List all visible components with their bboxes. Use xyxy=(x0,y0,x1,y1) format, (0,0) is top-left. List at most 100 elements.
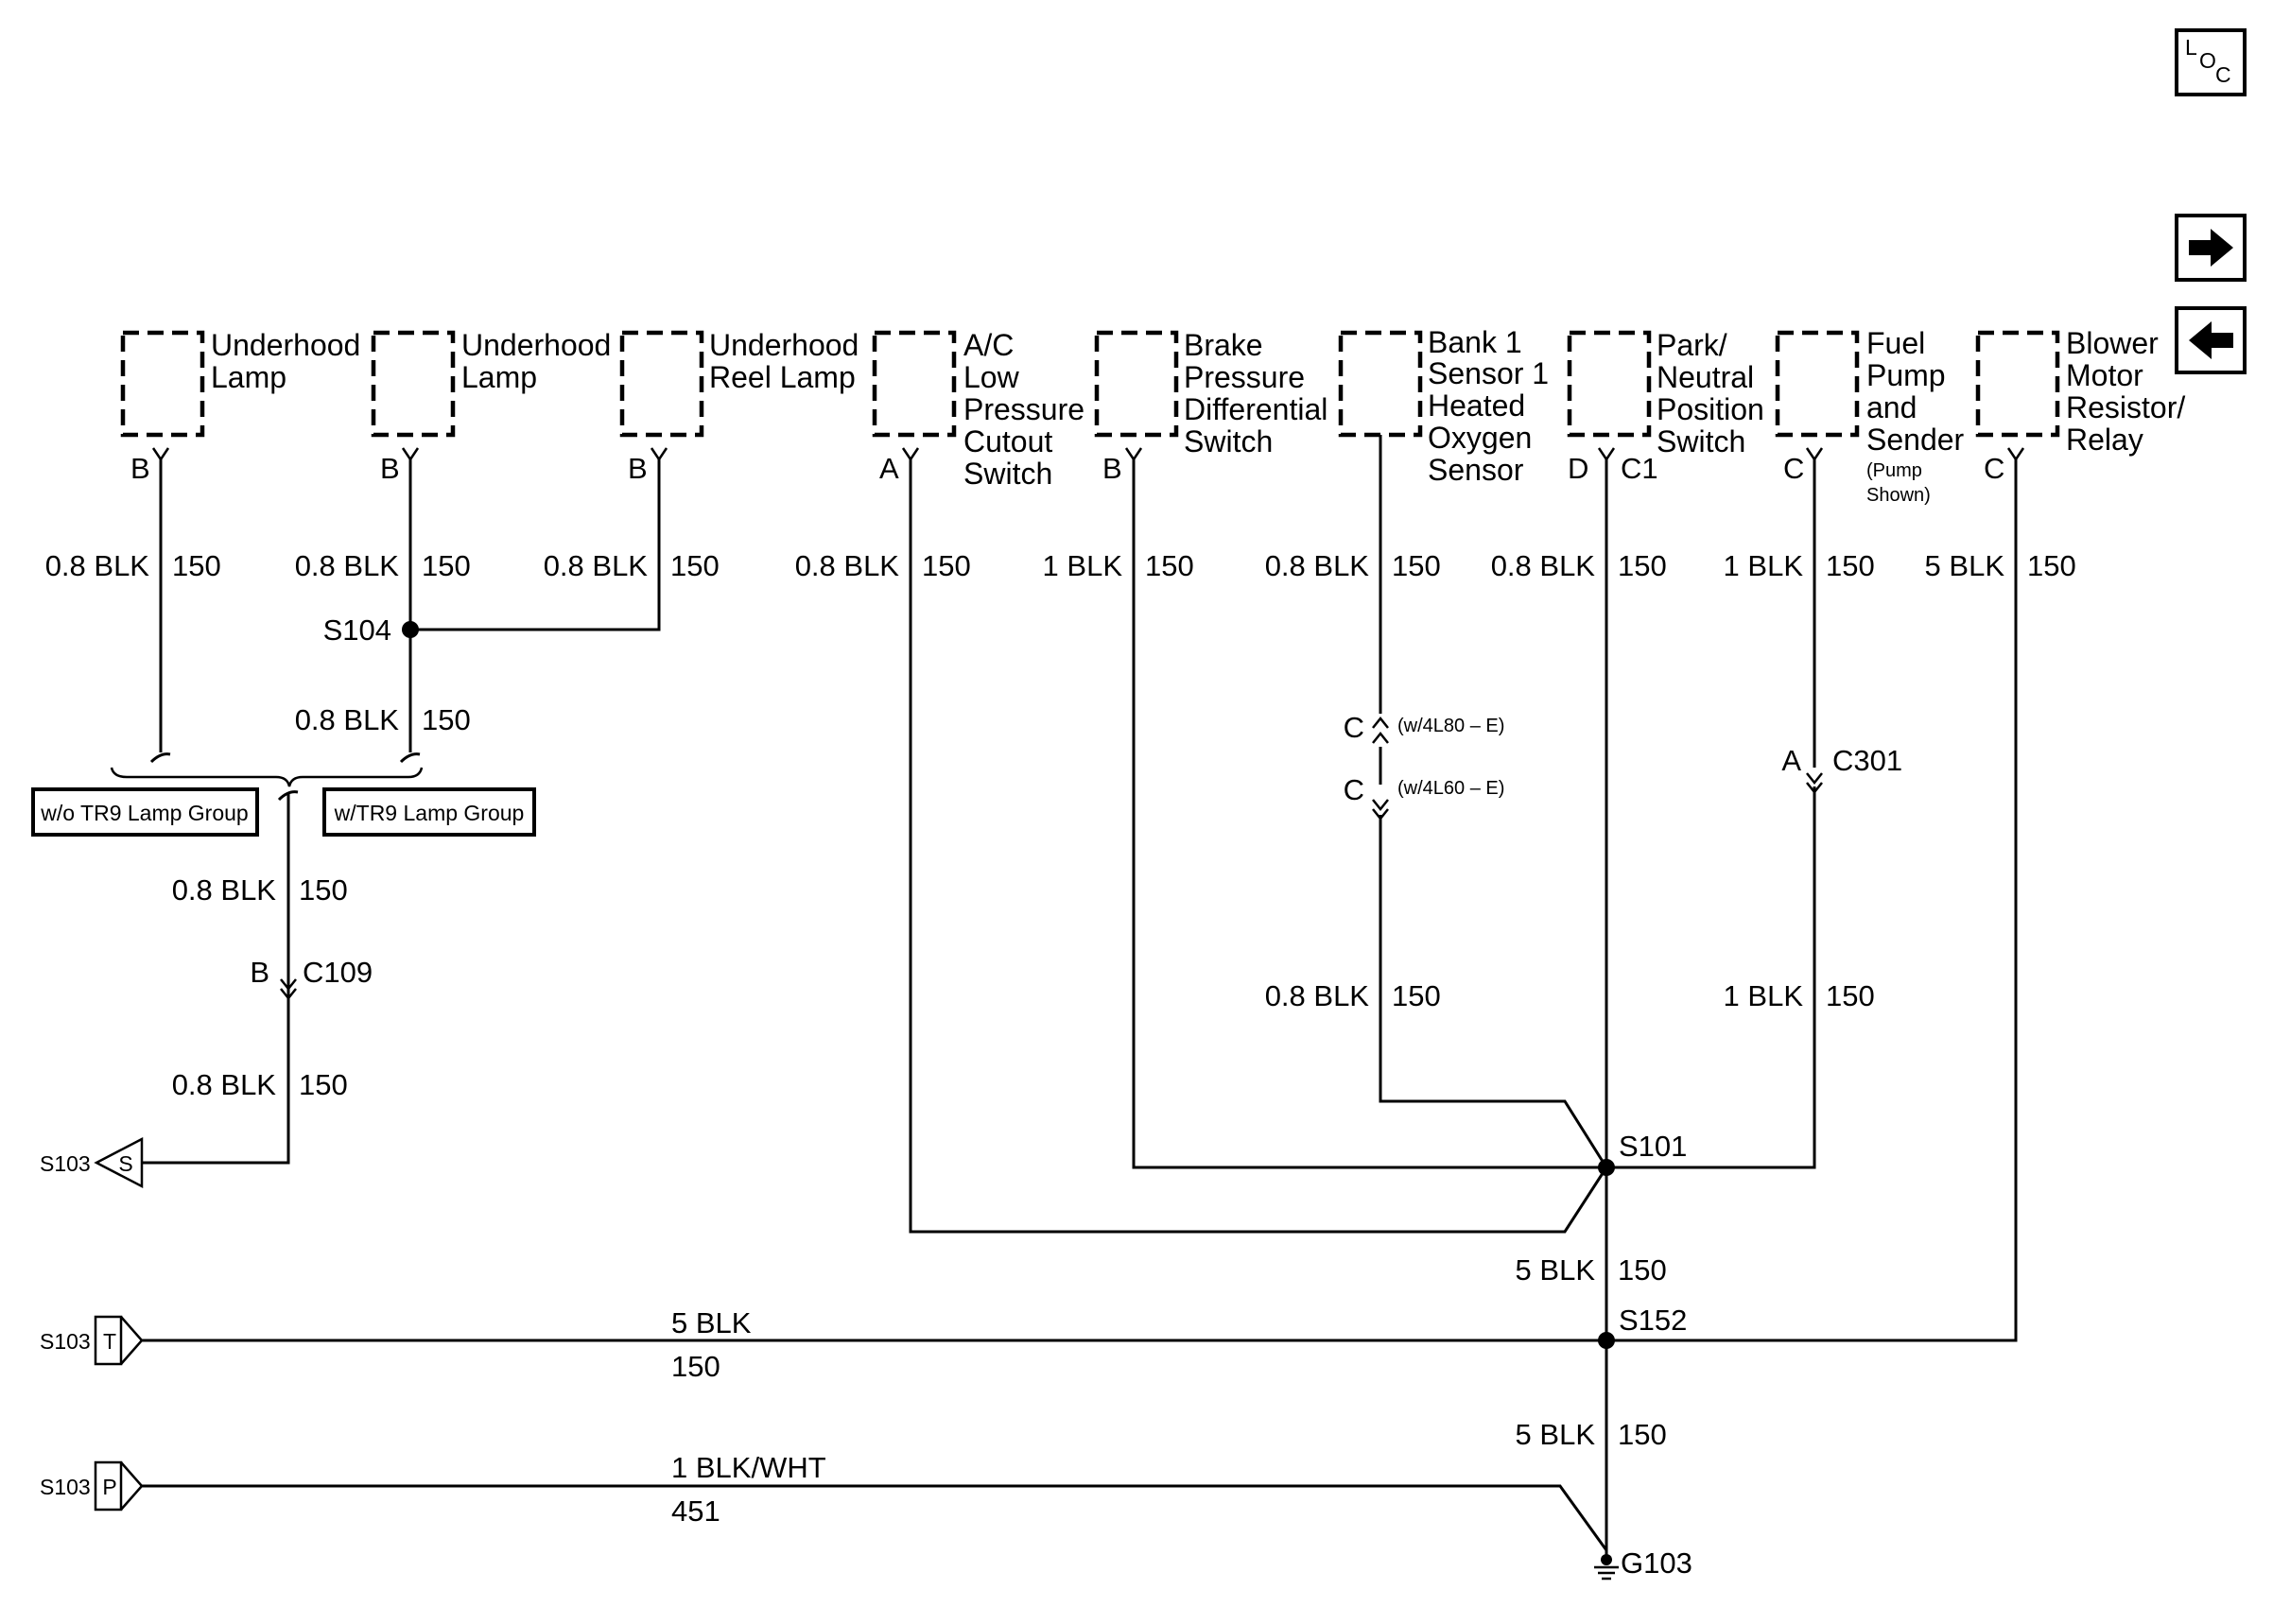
component-underhood-reel-lamp: Underhood Reel Lamp xyxy=(619,328,859,438)
component-label: Resistor/ xyxy=(2066,390,2185,424)
pin-label: C xyxy=(1984,452,2004,485)
loc-button[interactable]: L O C xyxy=(2175,28,2247,96)
component-note: Shown) xyxy=(1866,485,1931,506)
component-label: Pump xyxy=(1866,358,1946,392)
offpage-letter: T xyxy=(103,1329,116,1354)
wire-circuit-label: 150 xyxy=(922,549,971,582)
component-brake-pressure-differential-switch: Brake Pressure Differential Switch xyxy=(1094,328,1327,458)
option-with-tr9-lamp-group: w/TR9 Lamp Group xyxy=(322,787,536,837)
right-arrow-icon xyxy=(2189,229,2233,267)
component-label: Bank 1 xyxy=(1428,325,1522,359)
offpage-reference-s[interactable]: S S103 xyxy=(40,1136,144,1189)
connector-note: (w/4L60 – E) xyxy=(1397,778,1504,799)
wire-color-label: 5 BLK xyxy=(671,1306,752,1339)
wire-color-label: 0.8 BLK xyxy=(1265,979,1370,1012)
component-label: Relay xyxy=(2066,423,2143,457)
wire-color-label: 5 BLK xyxy=(1925,549,2005,582)
connector-label: C1 xyxy=(1621,452,1658,485)
component-label: Motor xyxy=(2066,358,2143,392)
wire-color-label: 1 BLK xyxy=(1724,979,1804,1012)
component-label: Neutral xyxy=(1657,360,1754,394)
wire-color-label: 0.8 BLK xyxy=(1265,549,1370,582)
component-label: A/C xyxy=(963,328,1014,362)
wire-circuit-label: 150 xyxy=(422,703,471,736)
connector-c301-label: C301 xyxy=(1832,744,1902,777)
wire-circuit-label: 150 xyxy=(1826,979,1875,1012)
wire-circuit-label: 150 xyxy=(1618,549,1667,582)
component-label: Oxygen xyxy=(1428,421,1532,455)
component-label: Lamp xyxy=(461,360,537,394)
component-label: Position xyxy=(1657,392,1764,426)
component-underhood-lamp-1: Underhood Lamp xyxy=(120,328,360,438)
component-label: Switch xyxy=(963,457,1052,491)
pin-label: B xyxy=(628,452,648,485)
wire-circuit-label: 451 xyxy=(671,1494,720,1528)
wire-color-label: 5 BLK xyxy=(1516,1418,1596,1451)
component-label: Low xyxy=(963,360,1020,394)
pin-label: B xyxy=(130,452,150,485)
component-label: Pressure xyxy=(963,392,1084,426)
component-label: Differential xyxy=(1184,392,1327,426)
pin-label: B xyxy=(380,452,400,485)
component-label: Brake xyxy=(1184,328,1263,362)
pin-label: A xyxy=(879,452,899,485)
component-label: Heated xyxy=(1428,389,1525,423)
loc-letter-l: L xyxy=(2185,35,2197,60)
component-label: Switch xyxy=(1657,424,1745,458)
component-label: Lamp xyxy=(211,360,286,394)
component-label: Blower xyxy=(2066,326,2159,360)
wire-circuit-label: 150 xyxy=(1826,549,1875,582)
option-label: w/o TR9 Lamp Group xyxy=(40,801,248,825)
wire-color-label: 1 BLK xyxy=(1043,549,1123,582)
option-label: w/TR9 Lamp Group xyxy=(334,801,525,825)
component-label: Fuel xyxy=(1866,326,1925,360)
component-fuel-pump-and-sender: Fuel Pump and Sender (Pump Shown) xyxy=(1775,326,1965,506)
offpage-ref: S103 xyxy=(40,1329,91,1354)
previous-page-button[interactable] xyxy=(2175,306,2247,374)
splice-s104-dot xyxy=(402,621,419,638)
connector-c109-label: C109 xyxy=(303,956,373,989)
wire-color-label: 5 BLK xyxy=(1516,1253,1596,1287)
offpage-ref: S103 xyxy=(40,1475,91,1499)
pin-label: B xyxy=(1102,452,1122,485)
offpage-ref: S103 xyxy=(40,1151,91,1176)
wire-color-label: 0.8 BLK xyxy=(544,549,649,582)
wire-circuit-label: 150 xyxy=(1618,1418,1667,1451)
offpage-reference-p[interactable]: P S103 xyxy=(40,1460,144,1512)
wire-circuit-label: 150 xyxy=(671,1350,720,1383)
wire-color-label: 0.8 BLK xyxy=(1491,549,1596,582)
wire-circuit-label: 150 xyxy=(1392,549,1441,582)
component-underhood-lamp-2: Underhood Lamp xyxy=(371,328,611,438)
component-label: Sender xyxy=(1866,423,1965,457)
wire-circuit-label: 150 xyxy=(1392,979,1441,1012)
ground-g103: G103 xyxy=(1594,1546,1692,1581)
component-label: Switch xyxy=(1184,424,1273,458)
wire-circuit-label: 150 xyxy=(1145,549,1194,582)
left-arrow-icon xyxy=(2189,321,2233,359)
loc-letter-o: O xyxy=(2199,48,2216,73)
connector-note: (w/4L80 – E) xyxy=(1397,716,1504,736)
offpage-letter: S xyxy=(118,1151,132,1176)
connector-pin: B xyxy=(250,956,269,989)
offpage-letter: P xyxy=(102,1475,116,1499)
component-label: Sensor xyxy=(1428,453,1524,487)
wire-circuit-label: 150 xyxy=(172,549,221,582)
next-page-button[interactable] xyxy=(2175,214,2247,282)
component-note: (Pump xyxy=(1866,460,1922,481)
component-label: Underhood xyxy=(461,328,611,362)
wire-color-label: 0.8 BLK xyxy=(795,549,900,582)
wire-color-label: 1 BLK/WHT xyxy=(671,1451,826,1484)
offpage-reference-t[interactable]: T S103 xyxy=(40,1315,144,1366)
pin-label: C xyxy=(1783,452,1804,485)
component-label: Sensor 1 xyxy=(1428,356,1549,390)
ground-label: G103 xyxy=(1621,1546,1692,1580)
component-label: Cutout xyxy=(963,424,1052,458)
wire-color-label: 0.8 BLK xyxy=(295,549,400,582)
wire-color-label: 0.8 BLK xyxy=(45,549,150,582)
component-label: Pressure xyxy=(1184,360,1305,394)
connector-pin: C xyxy=(1344,711,1364,744)
splice-s101-label: S101 xyxy=(1619,1130,1687,1163)
component-ac-low-pressure-cutout-switch: A/C Low Pressure Cutout Switch xyxy=(872,328,1084,491)
wire-circuit-label: 150 xyxy=(299,1068,348,1101)
